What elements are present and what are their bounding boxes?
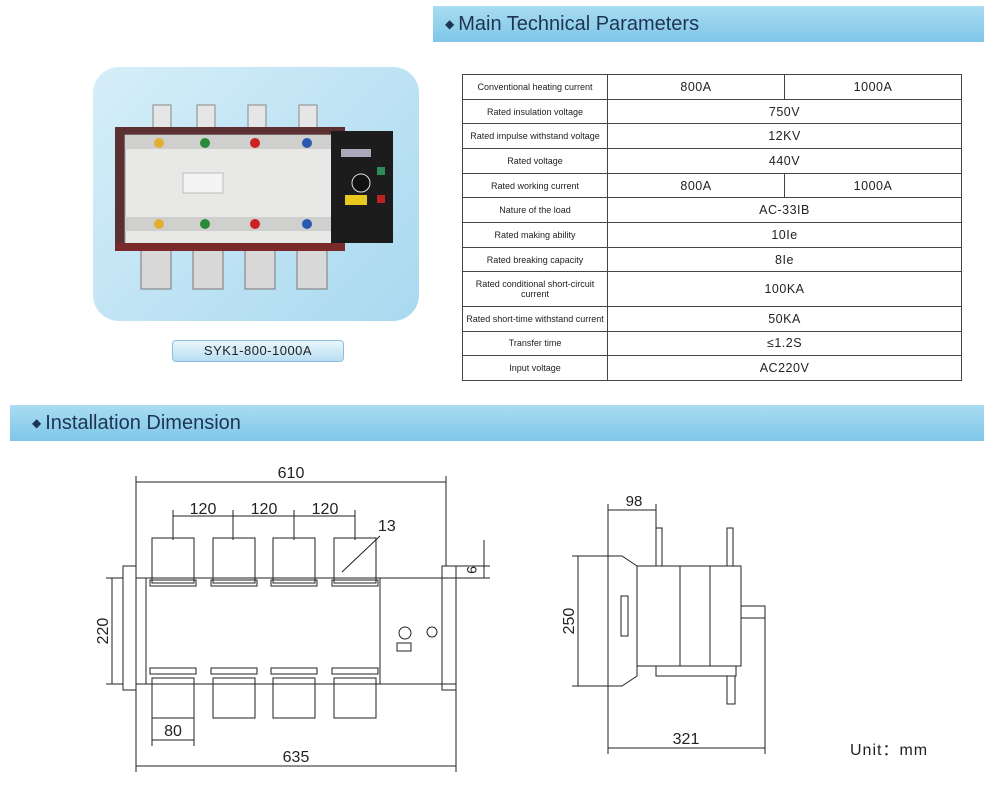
unit-label: Unit：mm (850, 742, 929, 759)
parameter-value: 8Ie (607, 246, 962, 273)
parameter-label: Rated voltage (462, 148, 608, 174)
parameter-row: Transfer time≤1.2S (462, 330, 962, 357)
dim-220: 220 (95, 618, 112, 645)
parameter-label: Conventional heating current (462, 74, 608, 100)
dim-610: 610 (278, 465, 305, 482)
parameter-value: 1000A (784, 74, 962, 100)
dim-9: 9 (464, 566, 480, 574)
dim-635: 635 (283, 749, 310, 766)
parameter-value: 750V (607, 98, 962, 125)
dim-120-b: 120 (251, 501, 278, 518)
parameter-value: AC-33IB (607, 197, 962, 224)
parameter-value: 10Ie (607, 222, 962, 248)
parameter-value: 12KV (607, 123, 962, 150)
parameter-value: 440V (607, 148, 962, 174)
parameter-label: Rated working current (462, 172, 608, 199)
model-label: SYK1-800-1000A (172, 340, 344, 362)
parameter-value: 50KA (607, 305, 962, 332)
dimension-drawing: 610 120 120 120 13 9 220 80 635 98 250 3… (95, 465, 766, 772)
parameter-label: Transfer time (462, 330, 608, 357)
parameter-label: Nature of the load (462, 197, 608, 224)
technical-parameters-header: ◆Main Technical Parameters (433, 6, 984, 42)
diamond-bullet-icon: ◆ (445, 17, 455, 31)
parameter-label: Rated short-time withstand current (462, 305, 608, 332)
dim-321: 321 (673, 731, 700, 748)
technical-parameters-title: Main Technical Parameters (458, 13, 700, 35)
parameter-label: Input voltage (462, 355, 608, 381)
parameter-label: Rated insulation voltage (462, 98, 608, 125)
diamond-bullet-icon: ◆ (32, 416, 42, 430)
parameter-value: 800A (607, 74, 785, 100)
installation-dimension-header: ◆Installation Dimension (10, 405, 984, 441)
parameter-label: Rated breaking capacity (462, 246, 608, 273)
installation-dimension-title: Installation Dimension (45, 412, 241, 434)
parameter-value: AC220V (607, 355, 962, 381)
dim-250: 250 (561, 608, 578, 635)
parameter-value: 100KA (607, 271, 962, 307)
dim-120-a: 120 (190, 501, 217, 518)
parameter-value: ≤1.2S (607, 330, 962, 357)
parameter-label: Rated impulse withstand voltage (462, 123, 608, 150)
parameter-label: Rated making ability (462, 222, 608, 248)
switch-illustration (115, 104, 393, 290)
product-photo (93, 67, 419, 321)
parameter-label: Rated conditional short-circuit current (462, 271, 608, 307)
dim-13: 13 (378, 518, 396, 535)
dim-98: 98 (626, 493, 643, 510)
dim-120-c: 120 (312, 501, 339, 518)
side-view-body (636, 565, 742, 667)
dim-80: 80 (164, 723, 182, 740)
parameter-value: 800A (607, 172, 785, 199)
parameter-value: 1000A (784, 172, 962, 199)
side-view-flange (607, 555, 638, 687)
